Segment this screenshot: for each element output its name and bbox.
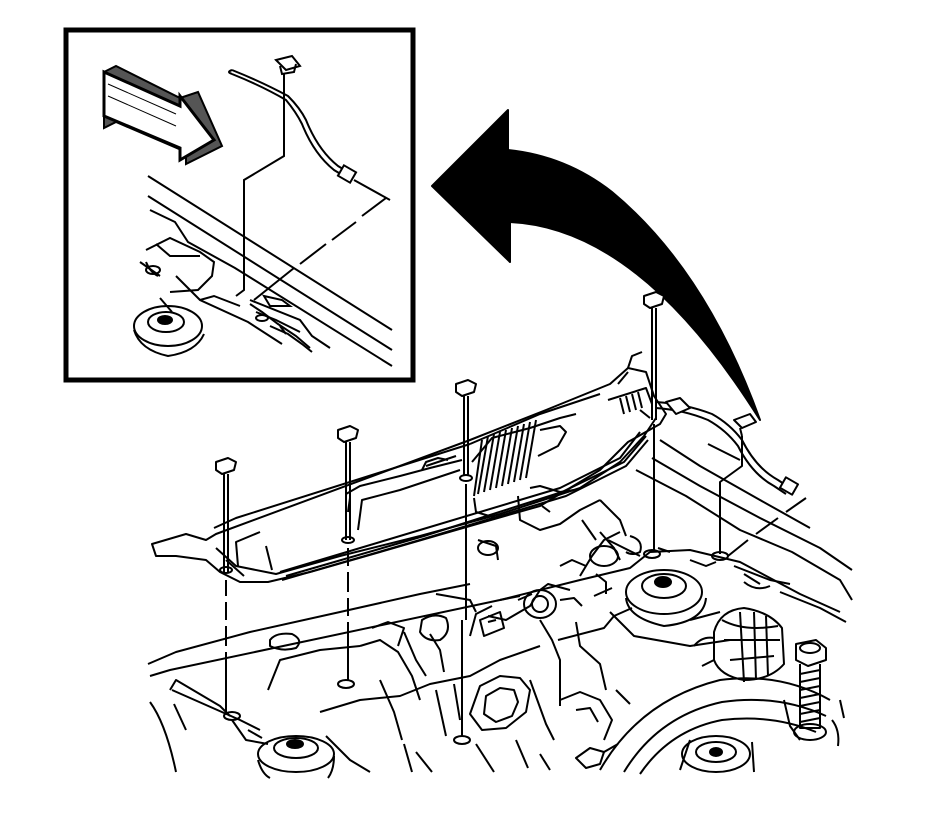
lower-cowl-structure [147, 485, 841, 773]
main-strut-tower [609, 569, 731, 647]
inset-leader-lines [235, 74, 387, 301]
bolt-4 [643, 291, 665, 552]
threaded-stud [783, 639, 845, 747]
harness-leader-lines [719, 436, 807, 557]
bolt-2 [337, 425, 359, 680]
direction-arrow-icon [102, 64, 224, 166]
main-wiring-harness [655, 397, 800, 496]
bolt-3 [455, 379, 477, 736]
right-fender [635, 439, 853, 623]
misc-components [403, 559, 619, 773]
main-engine-bay [147, 291, 853, 779]
cowl-vent-grille [421, 387, 653, 497]
inset-wiring-harness [228, 54, 391, 201]
bolt-1 [215, 457, 237, 714]
left-fender-apron [149, 701, 335, 779]
inset-strut-tower [133, 261, 205, 358]
mounting-holes [219, 474, 729, 745]
cowl-panel [151, 351, 667, 583]
inset-clip [249, 303, 311, 349]
detail-inset [63, 27, 416, 383]
inset-cowl-structure [139, 175, 393, 367]
reservoir [693, 607, 785, 683]
curved-arrow-icon [431, 109, 761, 421]
cooling-fan [599, 677, 831, 775]
